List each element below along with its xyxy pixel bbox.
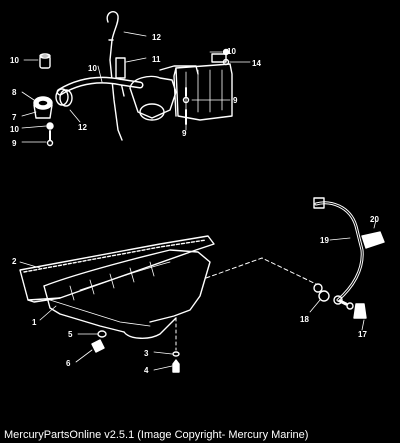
callout-4: 4 — [144, 366, 149, 375]
callout-9-left: 9 — [12, 139, 17, 148]
callout-10-top: 10 — [227, 47, 236, 56]
hose-washers — [313, 283, 354, 310]
callout-7: 7 — [12, 113, 17, 122]
callout-13: 10 — [10, 56, 19, 65]
callout-10-right: 9 — [233, 96, 238, 105]
leader-lines — [19, 31, 377, 371]
drain-fitting — [353, 303, 367, 319]
callout-1: 1 — [32, 318, 37, 327]
callout-6: 6 — [66, 359, 71, 368]
callout-20: 20 — [370, 215, 379, 224]
pan-bolt — [172, 317, 180, 373]
callout-11: 10 — [88, 64, 97, 73]
callout-12: 12 — [78, 123, 87, 132]
callout-17: 17 — [358, 330, 367, 339]
callout-14: 11 — [152, 55, 161, 64]
callout-10-left: 10 — [10, 125, 19, 134]
callout-18: 18 — [300, 315, 309, 324]
tank-bolts — [182, 48, 230, 125]
callout-16: 14 — [252, 59, 261, 68]
hose-fitting — [361, 231, 385, 249]
callout-2: 2 — [12, 257, 17, 266]
callout-19: 19 — [320, 236, 329, 245]
filler-elbow — [33, 96, 53, 119]
routing-line — [205, 257, 317, 285]
exploded-parts-diagram: 12 11 10 10 10 14 9 9 8 7 10 9 12 2 1 5 … — [10, 11, 385, 375]
reservoir-tank — [173, 53, 233, 121]
callout-15: 12 — [152, 33, 161, 42]
drain-hose — [313, 197, 364, 306]
filler-cap — [39, 53, 51, 69]
image-caption: MercuryPartsOnline v2.5.1 (Image Copyrig… — [4, 429, 309, 441]
oil-cooler-housing — [129, 65, 199, 121]
callout-5: 5 — [68, 330, 73, 339]
left-fasteners — [46, 122, 54, 147]
dipstick-tube — [115, 57, 126, 97]
dipstick — [106, 11, 123, 141]
oil-fill-tube — [56, 76, 144, 96]
callout-3: 3 — [144, 349, 149, 358]
tube-clamp — [55, 88, 73, 107]
callout-9-right: 9 — [182, 129, 187, 138]
oil-pan — [19, 235, 215, 339]
callout-8: 8 — [12, 88, 17, 97]
